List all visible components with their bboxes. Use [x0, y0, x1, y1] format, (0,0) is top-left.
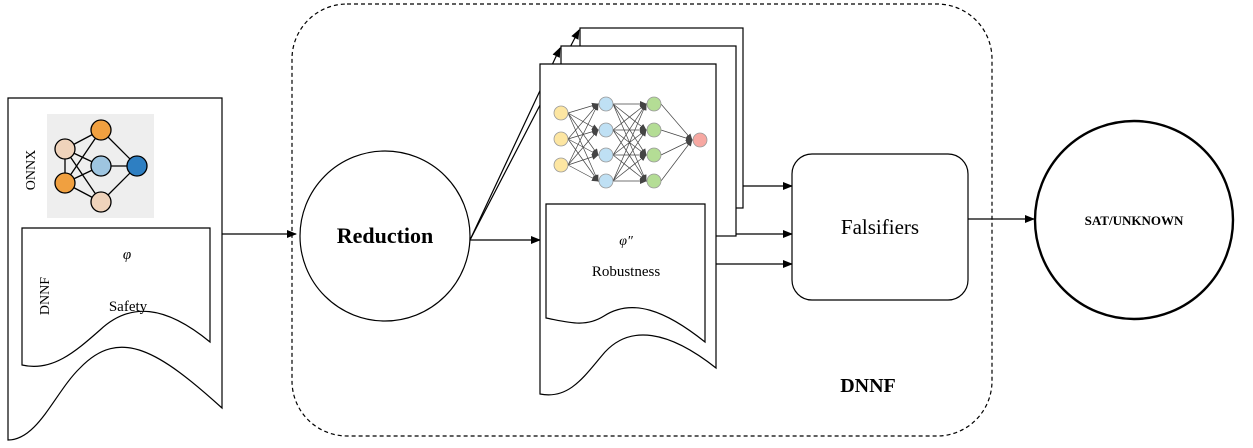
- mlp-node: [553, 131, 569, 147]
- dnnf-label: DNNF: [38, 277, 53, 315]
- mlp-network-icon: [553, 96, 708, 189]
- onnx-network-icon: [47, 114, 154, 218]
- mlp-edge: [612, 103, 647, 156]
- mlp-edge: [660, 139, 693, 182]
- robustness-label: Robustness: [592, 264, 661, 280]
- mlp-node: [553, 157, 569, 173]
- dnnf-property-document: [21, 227, 211, 367]
- mlp-edge: [612, 129, 647, 182]
- robustness-property-document: [545, 203, 706, 344]
- mlp-node: [692, 132, 708, 148]
- mlp-node: [646, 122, 662, 138]
- input-document: ONNX DNNF φ Safety: [7, 97, 223, 441]
- falsifiers-node: [791, 153, 969, 301]
- mlp-edge: [567, 103, 599, 166]
- reduction-node: [299, 150, 471, 322]
- phi-double-prime-label: φ″: [619, 234, 633, 249]
- phi-label: φ: [123, 247, 131, 263]
- mlp-node: [598, 122, 614, 138]
- reduced-document-stack: φ″ Robustness: [539, 27, 744, 396]
- mlp-node: [646, 147, 662, 163]
- mlp-edge: [612, 154, 647, 182]
- mlp-node: [598, 147, 614, 163]
- mlp-edge: [567, 164, 599, 182]
- mlp-node: [646, 173, 662, 189]
- mlp-edge: [612, 103, 647, 182]
- falsifiers-label: Falsifiers: [841, 215, 919, 239]
- mlp-edge: [567, 129, 599, 166]
- dnnf-group-label: DNNF: [840, 375, 896, 397]
- mlp-node: [598, 96, 614, 112]
- mlp-node: [646, 96, 662, 112]
- dnnf-group-box: [291, 3, 993, 437]
- mlp-edge: [660, 103, 693, 141]
- mlp-node: [598, 173, 614, 189]
- onnx-label: ONNX: [24, 150, 39, 190]
- result-label: SAT/UNKNOWN: [1085, 213, 1184, 228]
- result-node: [1033, 119, 1235, 321]
- mlp-edge: [660, 129, 693, 142]
- mlp-node: [553, 105, 569, 121]
- reduction-label: Reduction: [337, 223, 434, 248]
- mlp-edge: [567, 154, 599, 166]
- safety-label: Safety: [109, 299, 148, 315]
